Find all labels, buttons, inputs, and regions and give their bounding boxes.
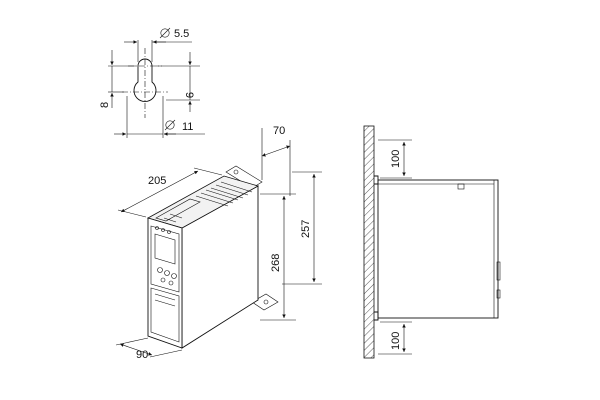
depth-label: 205 (148, 175, 166, 187)
drive-side-body (377, 179, 499, 319)
width-label: 90 (136, 349, 148, 361)
isometric-view: 205 90 70 268 257 (115, 125, 322, 361)
drive-front-face (147, 217, 183, 349)
keyhole-detail: 5.5 11 8 9 (99, 27, 205, 138)
head-diameter-label: 11 (164, 119, 193, 133)
height-holes-label: 257 (300, 220, 312, 238)
dim-line-hole-depth (261, 145, 291, 157)
offset-right-label: 9 (183, 92, 195, 98)
dim-line-depth (120, 170, 199, 213)
slot-diameter-label: 5.5 (159, 27, 189, 40)
terminal-cover (150, 287, 180, 343)
clearance-bottom-label: 100 (390, 332, 402, 350)
keypad-buttons (155, 226, 177, 286)
clearance-top-label: 100 (390, 150, 402, 168)
display-screen (154, 233, 176, 265)
svg-text:5.5: 5.5 (174, 28, 189, 40)
mounting-wall (363, 125, 375, 359)
height-overall-label: 268 (270, 254, 282, 272)
hole-depth-label: 70 (273, 125, 285, 137)
front-panel-bezel (150, 225, 180, 293)
dim-line-width (119, 343, 153, 356)
svg-text:11: 11 (182, 121, 193, 133)
offset-left-label: 8 (99, 102, 111, 108)
side-view: 100 100 (363, 125, 501, 359)
